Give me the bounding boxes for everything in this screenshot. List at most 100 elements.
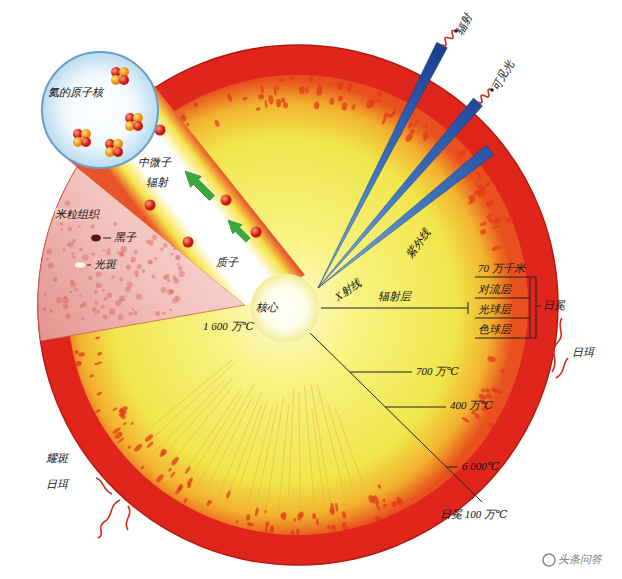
part-label: 辐射 [453,12,474,37]
granule [141,269,145,273]
speckle [77,361,81,364]
granule [111,275,115,279]
nucleon-ball [133,121,143,131]
speckle [334,503,338,512]
granule [63,297,69,303]
granule [71,252,74,255]
speckle [382,503,388,508]
speckle [337,95,343,102]
speckle [155,473,165,483]
granule [91,224,95,228]
wave-line [442,30,456,45]
prominence-wisp [98,500,120,538]
granule [96,282,102,288]
granule [94,290,98,294]
granule [88,276,92,280]
speckle [386,113,393,119]
part-label: 光球层 [478,303,511,316]
prominence-wisp [549,336,553,360]
speckle [500,368,506,374]
speckle [316,519,319,526]
granule [64,200,70,206]
part-label: 日珥 [572,346,594,359]
speckle [120,413,127,420]
speckle [112,407,118,412]
speckle [491,245,502,252]
granule [109,308,115,314]
speckle [318,76,321,81]
speckle [486,213,494,219]
granule [162,311,165,314]
part-label: 70 万千米 [478,262,525,275]
speckle [479,228,487,236]
granule [173,278,179,284]
speckle [245,514,251,521]
nucleon-ball [113,147,123,157]
speckle [159,451,166,458]
speckle [318,84,321,89]
speckle [461,416,470,424]
speckle [485,393,493,400]
speckle [144,433,154,443]
speckle [258,94,265,100]
granule [163,243,168,248]
part-label: 日冕 [543,299,565,312]
speckle [94,408,101,414]
speckle [269,526,274,533]
granule [61,228,64,231]
speckle [290,76,295,81]
granule [136,264,141,269]
part-label: 米粒组织 [55,208,99,221]
speckle [168,467,173,472]
speckle [276,98,282,107]
granule [53,277,58,282]
speckle [487,355,497,363]
granule [176,256,179,259]
speckle [341,521,348,531]
granule [133,311,137,315]
granule [82,302,87,307]
part-label: 对流层 [478,283,511,296]
granule [132,309,135,312]
speckle [235,520,238,524]
granule [63,248,66,251]
speckle [264,100,268,108]
leader-line [87,265,91,266]
speckle [117,437,125,444]
neutrino-arrow [185,171,215,201]
sun-chromosphere [38,45,558,565]
speckle [112,427,122,435]
speckle [282,512,287,521]
radial-streaks [151,360,364,516]
part-label: 辐射 [146,176,168,189]
part-label: 日珥 [46,478,68,491]
streak [246,407,272,511]
granule [117,314,123,320]
speckle [487,421,494,428]
streak [228,405,261,496]
granule [167,289,173,295]
radiation-ray [318,145,494,288]
speckle [492,387,499,393]
speckle [481,388,486,393]
part-label: 耀斑 [46,452,68,465]
speckle [407,121,414,129]
speckle [375,98,382,104]
granule [107,248,110,251]
speckle [268,95,274,105]
granule [119,277,124,282]
speckle [314,102,320,110]
prominences [96,318,568,538]
granule [48,263,54,269]
neutrino-arrow [228,220,250,242]
granule [43,308,47,312]
granule [47,249,52,254]
streak [288,389,293,496]
streak [197,383,254,486]
speckle [476,171,481,176]
granule [103,315,108,320]
speckle [382,498,386,502]
granule [97,310,100,313]
speckle [479,221,487,227]
granule [56,297,62,303]
